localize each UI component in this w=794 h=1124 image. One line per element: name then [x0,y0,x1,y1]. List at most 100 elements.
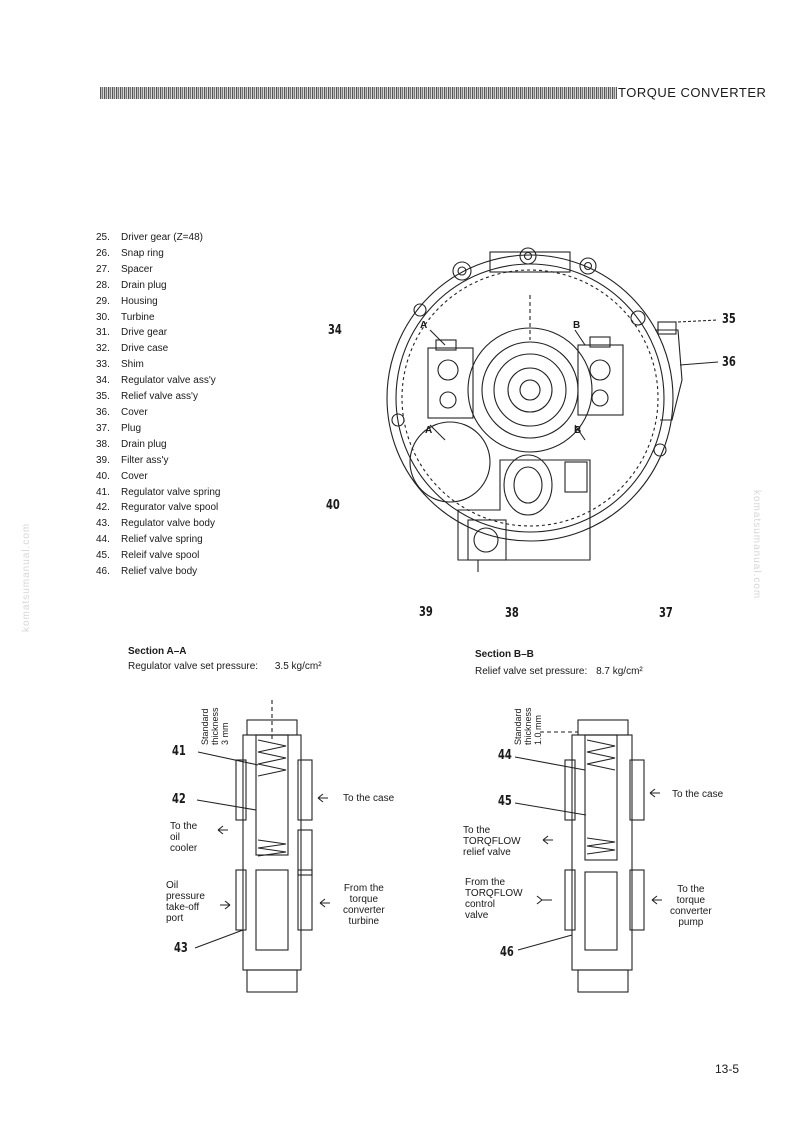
part-number: 32. [96,343,110,355]
converter-housing-drawing [386,247,719,572]
parts-list-item: 45. Releif valve spool [96,548,221,564]
parts-list-item: 46. Relief valve body [96,564,221,580]
section-mark-b-top: B [573,320,581,331]
part-name: Shim [121,359,144,371]
part-number: 46. [96,566,110,578]
parts-list-item: 25. Driver gear (Z=48) [96,230,221,246]
part-number: 45. [96,550,110,562]
parts-list-item: 33. Shim [96,357,221,373]
parts-list-item: 32. Drive case [96,341,221,357]
parts-list-item: 42. Regurator valve spool [96,500,221,516]
part-number: 37. [96,422,110,434]
callout-38: 38 [505,606,519,621]
part-number: 33. [96,359,110,371]
part-name: Filter ass'y [121,454,169,466]
parts-list-item: 41. Regulator valve spring [96,485,221,501]
part-number: 30. [96,311,110,323]
part-number: 44. [96,534,110,546]
parts-list-item: 34.Regulator valve ass'y [96,373,221,389]
section-bb-drawing [514,719,662,993]
parts-list-item: 26.Snap ring [96,246,221,262]
section-aa-subtitle-value: 3.5 kg/cm² [274,661,322,672]
part-name: Turbine [121,311,155,323]
section-aa-drawing [194,700,330,993]
part-number: 25. [96,232,110,243]
parts-list-item: 39. Filter ass'y [96,453,221,469]
part-number: 28. [96,279,110,291]
callout-45: 45 [498,794,512,809]
parts-list-item: 31.Drive gear [96,325,221,341]
parts-list-item: 37. Plug [96,421,221,437]
part-name: Relief valve spring [121,534,203,546]
part-number: 42. [96,502,110,514]
part-name: Housing [121,295,158,307]
label-to-torqflow-relief: To the TORQFLOW relief valve [463,825,521,858]
part-number: 41. [96,486,110,498]
parts-list-item: 29. Housing [96,294,221,310]
part-name: Drain plug [121,279,167,291]
label-to-oil-cooler: To the oil cooler [170,821,198,854]
part-name: Releif valve spool [121,550,200,562]
part-number: 38. [96,438,110,450]
page-title: TORQUE CONVERTER [618,85,767,100]
part-name: Drain plug [121,438,167,450]
part-name: Drive case [121,343,169,355]
parts-list-item: 27.Spacer [96,262,221,278]
part-number: 36. [96,406,110,418]
section-mark-a-top: A [420,320,428,331]
label-to-the-case-aa: To the case [343,793,395,804]
label-oil-pressure-port: Oil pressure take-off port [166,880,205,924]
part-number: 40. [96,470,110,482]
part-number: 34. [96,375,110,387]
callout-35: 35 [722,312,736,327]
parts-list-item: 35. Relief valve ass'y [96,389,221,405]
section-aa-subtitle: Regulator valve set pressure: 3.5 kg/cm² [128,661,322,672]
callout-43: 43 [174,941,188,956]
section-mark-b-bottom: B [574,425,582,436]
part-number: 39. [96,454,110,466]
part-number: 29. [96,295,110,307]
label-to-the-case-bb: To the case [672,789,724,800]
part-name: Cover [121,406,148,418]
section-bb-title: Section B–B [475,649,534,660]
callout-44: 44 [498,748,512,763]
part-number: 43. [96,518,110,530]
part-number: 31. [96,327,110,339]
section-bb-subtitle-value: 8.7 kg/cm² [596,666,643,677]
parts-list-item: 40. Cover [96,469,221,485]
parts-list-item: 36. Cover [96,405,221,421]
parts-list-item: 43. Regulator valve body [96,516,221,532]
parts-list-item: 28. Drain plug [96,278,221,294]
callout-39: 39 [419,605,433,620]
part-name: Plug [121,422,142,434]
section-bb-subtitle: Relief valve set pressure: 8.7 kg/cm² [475,666,643,677]
section-aa-thickness: Standard thickness 3 mm [200,707,230,745]
part-number: 26. [96,247,110,259]
part-name: Regurator valve spool [121,502,219,514]
page-number: 13-5 [715,1062,740,1076]
section-bb-thickness: Standard thickness 1.0 mm [513,707,543,745]
callout-37: 37 [659,606,673,621]
part-name: Regulator valve spring [121,486,221,498]
callout-42: 42 [172,792,186,807]
label-from-turbine: From the torque converter turbine [343,883,385,927]
part-name: Driver gear (Z=48) [121,232,203,243]
callout-46: 46 [500,945,514,960]
section-aa-subtitle-label: Regulator valve set pressure: [128,661,259,672]
callout-40: 40 [326,498,340,513]
header-rule [100,87,617,99]
part-name: Cover [121,470,148,482]
part-name: Relief valve body [121,566,198,578]
part-name: Relief valve ass'y [121,391,198,403]
label-to-pump: To the torque converter pump [670,884,712,928]
part-name: Spacer [121,263,153,275]
callout-36: 36 [722,355,736,370]
part-number: 35. [96,391,110,403]
label-from-torqflow-control: From the TORQFLOW control valve [465,877,523,921]
parts-list-item: 30. Turbine [96,310,221,326]
part-name: Regulator valve body [121,518,215,530]
callout-41: 41 [172,744,186,759]
parts-list-item: 44. Relief valve spring [96,532,221,548]
